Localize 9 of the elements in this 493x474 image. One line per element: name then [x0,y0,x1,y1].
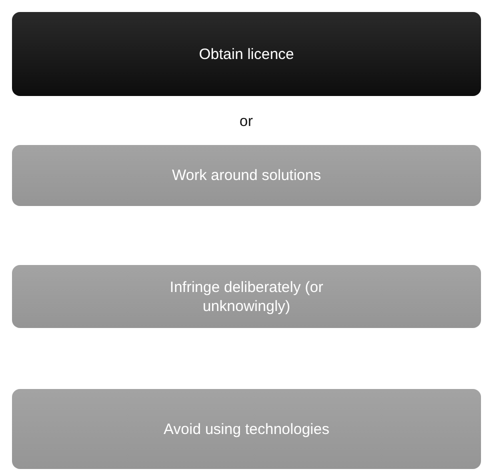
box-label: Avoid using technologies [164,420,330,438]
box-label: Work around solutions [172,166,321,185]
connector-word: or [240,113,253,130]
process-box [12,389,481,469]
box-label: Infringe deliberately (or unknowingly) [168,278,324,316]
box-label: Obtain licence [198,44,294,64]
process-box [12,265,481,328]
process-box [12,145,481,206]
process-box [12,12,481,96]
